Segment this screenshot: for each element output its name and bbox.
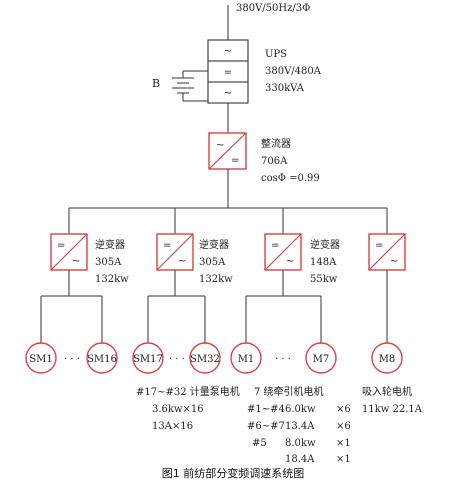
motor-sm17-label: SM17 <box>133 354 163 365</box>
inverter-1-dc-symbol: = <box>57 240 65 251</box>
rectifier-diagonal <box>208 132 247 170</box>
g3-row-2-b: 13.4A <box>285 421 315 432</box>
inverter-3-ac-symbol: ~ <box>286 256 294 267</box>
group-2-ellipsis: · · · <box>169 354 185 365</box>
rectifier-pf: cosΦ =0.99 <box>261 173 320 184</box>
supply-label: 380V/50Hz/3Φ <box>236 3 310 14</box>
inverter-1-ac-symbol: ~ <box>72 256 80 267</box>
motor-m1: M1 <box>230 342 262 374</box>
motor-m7: M7 <box>305 342 337 374</box>
inverter-3-current: 148A <box>310 257 337 268</box>
motor-m7-label: M7 <box>313 354 330 365</box>
ups-cell-3-symbol: ~ <box>224 88 232 99</box>
g3-row-1-c: ×6 <box>336 404 351 415</box>
g3-row-3-c: ×1 <box>336 438 351 449</box>
group-4-line-1: 11kw 22.1A <box>362 404 423 415</box>
motor-m8: M8 <box>371 342 403 374</box>
inverter-2-power: 132kw <box>199 274 233 285</box>
inverter-4: = ~ <box>368 233 406 271</box>
rectifier-dc-symbol: = <box>231 155 239 166</box>
figure-caption: 图1 前纺部分变频调速系统图 <box>162 466 305 480</box>
ups-cell-2-symbol: = <box>224 67 232 78</box>
group-1-ellipsis: · · · <box>64 354 80 365</box>
inverter-1: = ~ <box>50 233 88 271</box>
ups-cell-1-symbol: ~ <box>224 46 232 57</box>
g3-row-4-c: ×1 <box>336 454 351 465</box>
inverter-2-dc-symbol: = <box>163 240 171 251</box>
inverter-2-title: 逆变器 <box>199 238 229 251</box>
group-4-title: 吸入轮电机 <box>362 385 412 398</box>
rectifier-unit: ~ = <box>208 132 247 170</box>
ups-title: UPS <box>265 49 287 60</box>
ups-rating: 380V/480A <box>265 66 322 77</box>
motor-sm16: SM16 <box>86 342 118 374</box>
battery-icon <box>172 70 208 102</box>
group-3-title: 7 绕牵引机电机 <box>254 385 324 398</box>
group-2-line-1: 3.6kw×16 <box>152 404 204 415</box>
rectifier-title: 整流器 <box>261 137 291 150</box>
inverter-4-ac-symbol: ~ <box>390 256 398 267</box>
motor-sm1: SM1 <box>25 342 57 374</box>
rectifier-current: 706A <box>261 156 288 167</box>
inverter-2: = ~ <box>156 233 194 271</box>
ups-unit: ~ = ~ <box>207 39 249 104</box>
group-3-spec-table: #1~#4 6.0kw ×6 #6~#7 13.4A ×6 #5 8.0kw ×… <box>247 404 351 465</box>
group-2-line-2: 13A×16 <box>152 421 193 432</box>
g3-row-2-a: #6~#7 <box>247 421 285 432</box>
ups-power: 330kVA <box>265 83 305 94</box>
group-3-ellipsis: · · · <box>275 354 291 365</box>
inverter-3-power: 55kw <box>310 274 338 285</box>
g3-row-4-b: 18.4A <box>285 454 315 465</box>
motor-sm17: SM17 <box>132 342 164 374</box>
g3-row-3-b: 8.0kw <box>285 438 316 449</box>
g3-row-1-a: #1~#4 <box>247 404 285 415</box>
inverter-1-current: 305A <box>95 257 122 268</box>
motor-sm32-label: SM32 <box>190 354 220 365</box>
g3-row-1-b: 6.0kw <box>285 404 316 415</box>
inverter-3-title: 逆变器 <box>310 238 340 251</box>
motor-m1-label: M1 <box>238 354 255 365</box>
inverter-4-dc-symbol: = <box>375 240 383 251</box>
inverter-3: = ~ <box>264 233 302 271</box>
motor-sm16-label: SM16 <box>87 354 117 365</box>
motor-sm1-label: SM1 <box>29 354 52 365</box>
inverter-2-current: 305A <box>199 257 226 268</box>
group-2-title: #17~#32 计量泵电机 <box>136 385 240 398</box>
motor-sm32: SM32 <box>189 342 221 374</box>
inverter-2-ac-symbol: ~ <box>178 256 186 267</box>
rectifier-ac-symbol: ~ <box>216 140 224 151</box>
g3-row-2-c: ×6 <box>336 421 351 432</box>
g3-row-3-a: #5 <box>252 438 267 449</box>
motor-m8-label: M8 <box>379 354 396 365</box>
battery-label: B <box>152 77 160 90</box>
inverter-1-title: 逆变器 <box>95 238 125 251</box>
inverter-3-dc-symbol: = <box>271 240 279 251</box>
inverter-1-power: 132kw <box>95 274 129 285</box>
